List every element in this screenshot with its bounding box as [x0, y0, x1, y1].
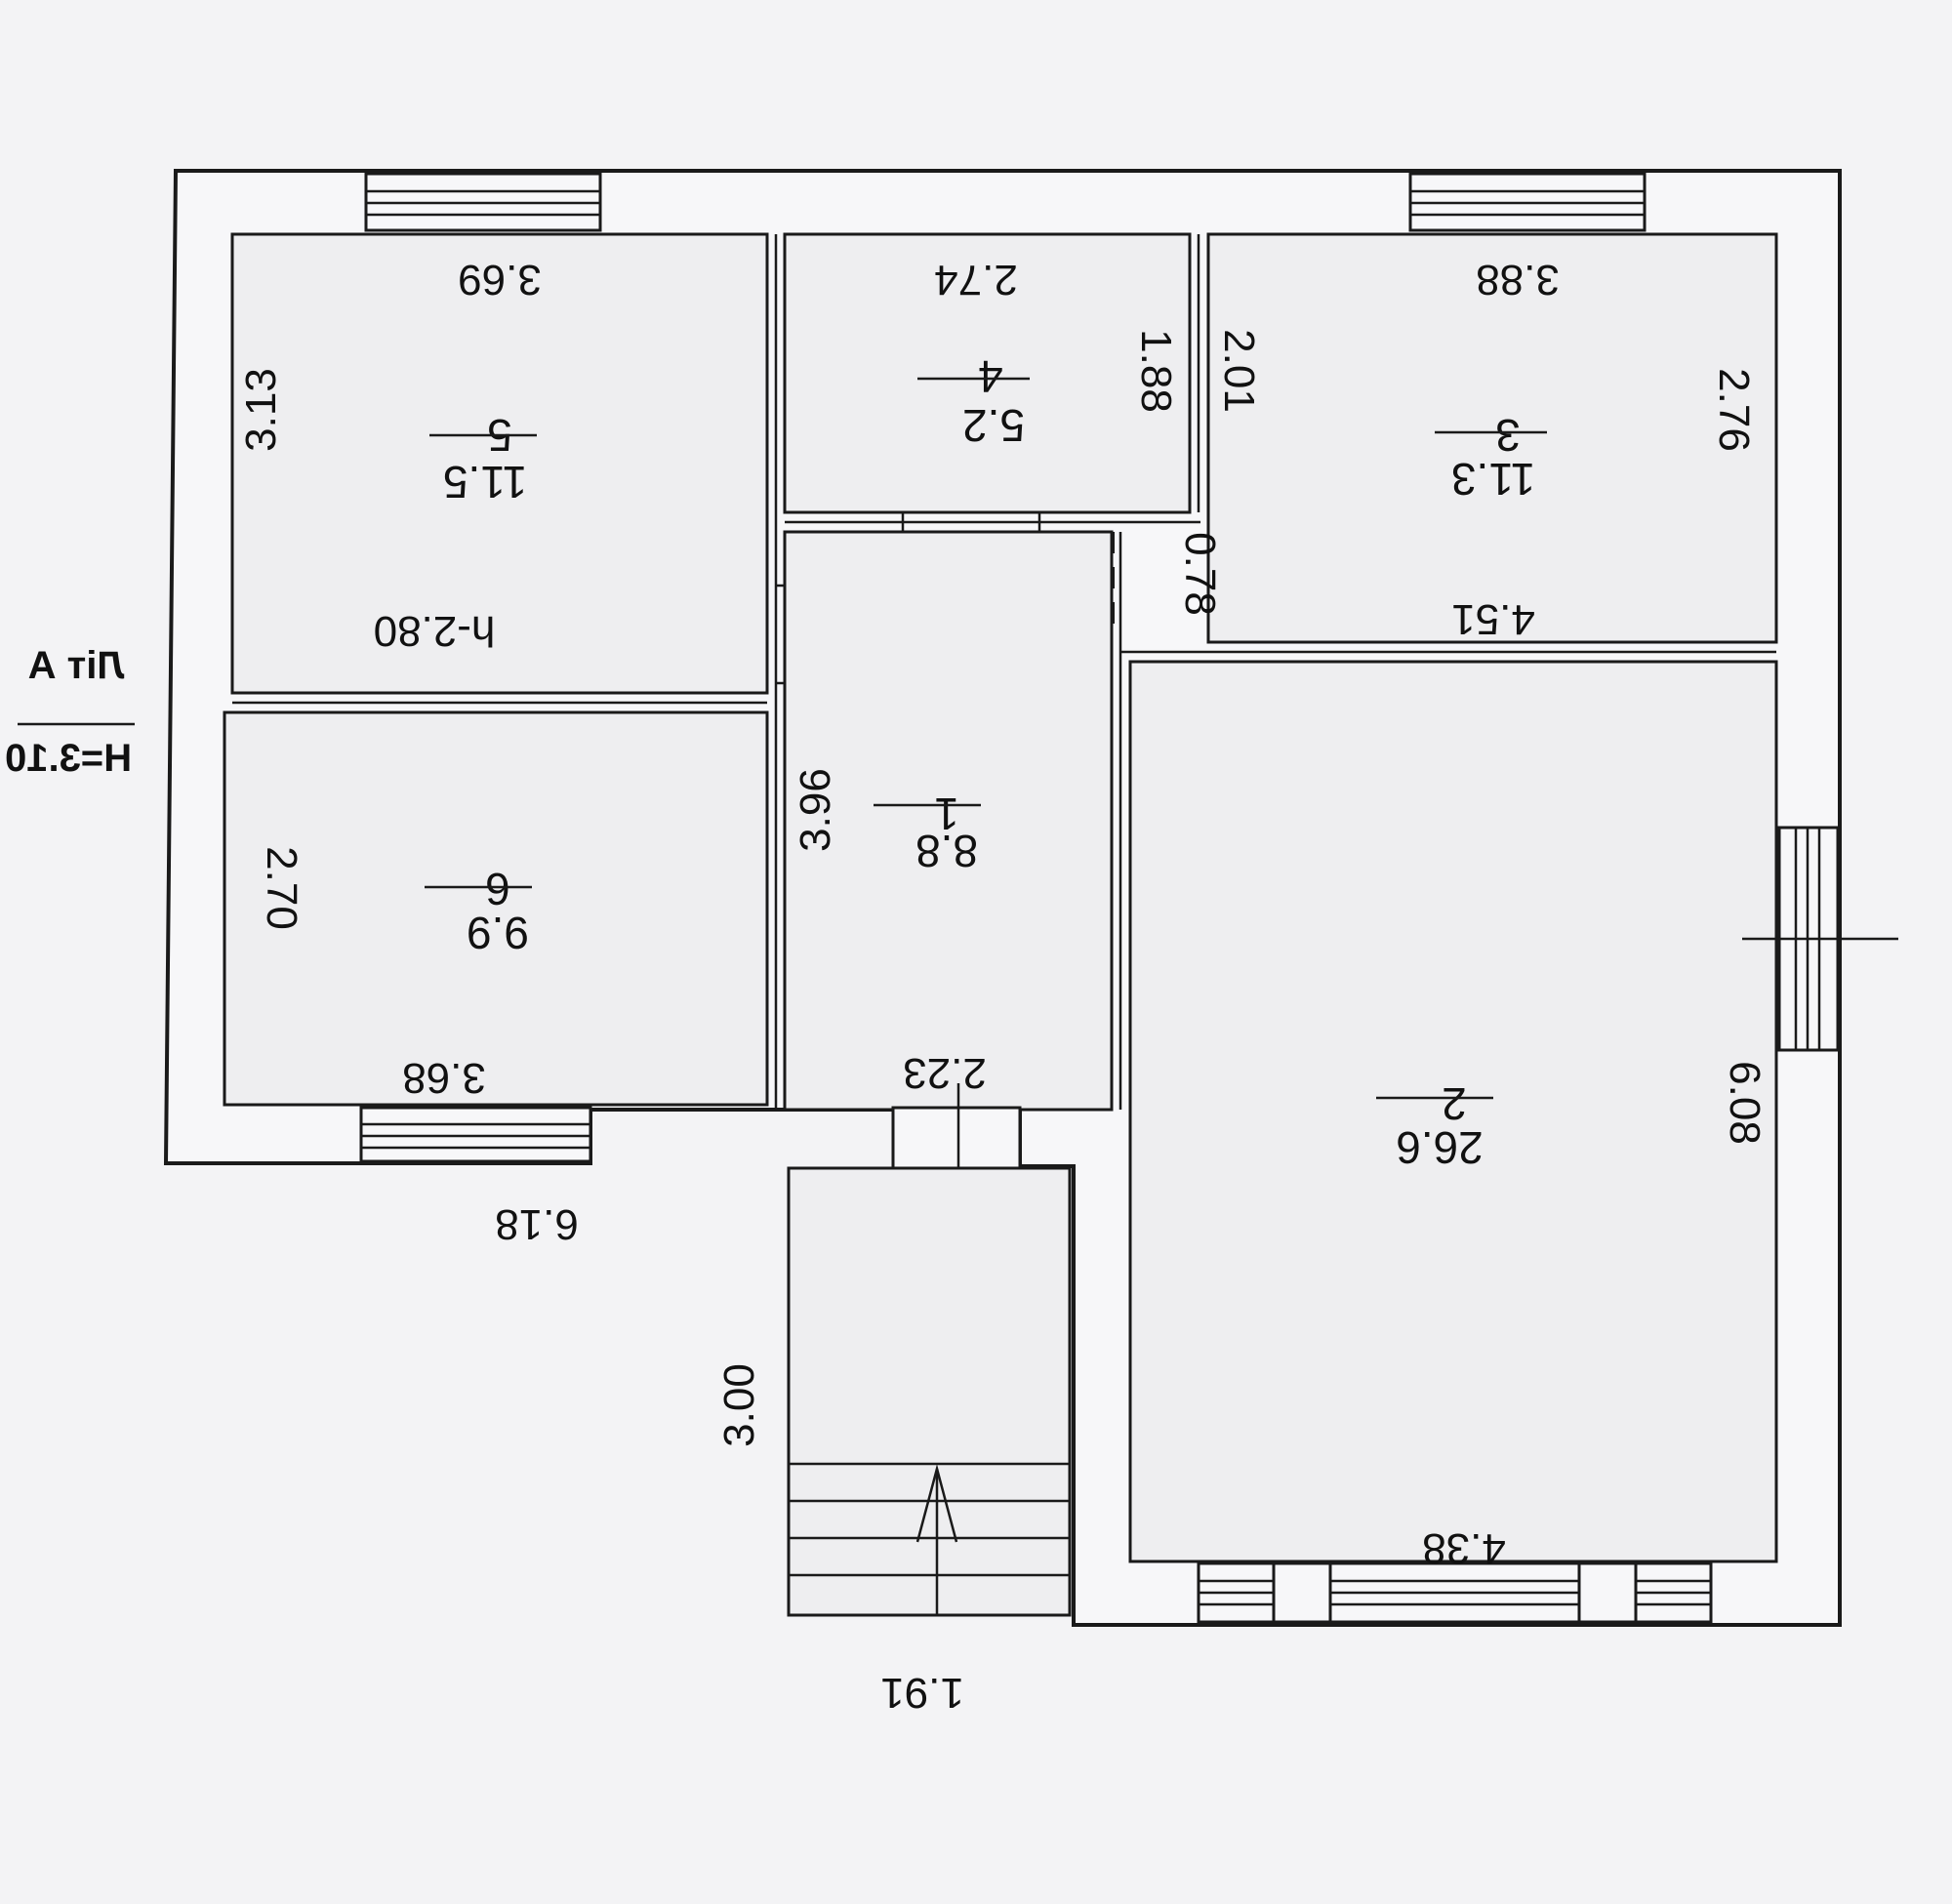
dim-room3-height: 2.76 [1710, 368, 1758, 452]
dimension-labels: 3.69 2.74 3.88 4.51 h-2.80 3.68 2.23 6.1… [237, 256, 1769, 1717]
room-area-1: 8.8 [915, 826, 978, 876]
room-5 [230, 232, 769, 695]
dim-room4-height: 1.88 [1132, 329, 1180, 413]
level-name: Літ А [28, 644, 125, 687]
room-2 [1128, 660, 1778, 1563]
room-label-2: 2 26.6 [1376, 1078, 1493, 1173]
dim-room5-height: 3.13 [237, 368, 285, 452]
room-number-6: 6 [485, 864, 510, 914]
room-number-4: 4 [978, 351, 1003, 402]
window-bottom-left [359, 1106, 592, 1163]
room-1 [783, 530, 1114, 1112]
dim-outer-bottom: 6.18 [495, 1200, 579, 1248]
room-label-6: 6 9.9 [425, 864, 532, 958]
dim-room1-width: 2.23 [903, 1049, 987, 1097]
window-bottom-right [1197, 1561, 1713, 1624]
level-label: Літ А Н=3.10 [5, 644, 135, 780]
porch-stairs [787, 1166, 1072, 1617]
partition-lines [232, 234, 1776, 1110]
dim-room5-ceiling: h-2.80 [374, 607, 496, 655]
room-area-4: 5.2 [962, 400, 1025, 451]
entrance-opening [891, 1083, 1022, 1205]
level-height: Н=3.10 [5, 737, 132, 780]
room-number-2: 2 [1442, 1078, 1467, 1129]
dim-room1-height: 3.96 [792, 768, 839, 852]
dim-room3-width: 3.88 [1476, 256, 1560, 304]
dim-room6-height: 2.70 [258, 846, 305, 930]
dim-corridor-gap: 0.78 [1176, 532, 1224, 616]
dim-porch-height: 3.00 [715, 1363, 763, 1447]
room-label-4: 4 5.2 [917, 351, 1030, 451]
dim-room2-height: 6.08 [1721, 1061, 1769, 1145]
room-area-3: 11.3 [1451, 454, 1535, 505]
room-label-3: 3 11.3 [1435, 410, 1547, 505]
room-6 [223, 710, 769, 1107]
dim-room3-bottom: 4.51 [1451, 595, 1535, 643]
dim-room4-width: 2.74 [934, 256, 1018, 304]
room-area-6: 9.9 [467, 908, 529, 958]
room-label-5: 5 11.5 [429, 410, 537, 507]
window-top-left [364, 172, 602, 232]
room-3 [1206, 232, 1778, 644]
window-top-right [1408, 172, 1647, 232]
dim-room4-right: 2.01 [1215, 329, 1263, 413]
window-right [1742, 826, 1898, 1052]
dim-room2-width: 4.38 [1422, 1524, 1506, 1572]
room-4 [783, 232, 1192, 514]
dim-room5-width: 3.69 [458, 256, 542, 304]
dim-porch-width: 1.91 [880, 1669, 964, 1717]
room-area-2: 26.6 [1396, 1122, 1484, 1173]
dim-room6-width: 3.68 [402, 1054, 486, 1102]
room-number-3: 3 [1495, 410, 1521, 461]
room-number-1: 1 [934, 789, 959, 839]
room-label-1: 1 8.8 [874, 789, 981, 876]
room-area-5: 11.5 [443, 457, 527, 507]
